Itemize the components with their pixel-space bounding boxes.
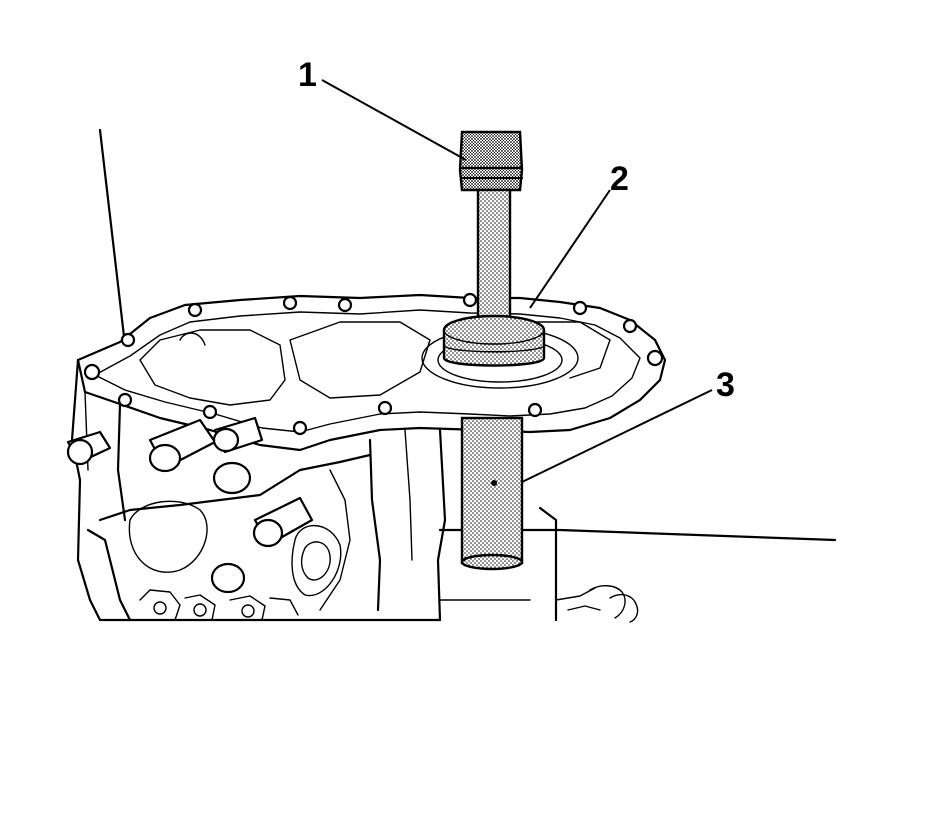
callout-label: 1 [298,56,317,94]
flange-bolt [83,292,664,436]
tool-handle [458,130,524,330]
callout-2: 2 [529,160,629,309]
lower-gear-cluster [139,589,299,621]
callout-label: 3 [716,366,735,404]
callout-3: 3 [521,366,735,483]
tool-installer [442,314,546,367]
callout-1: 1 [298,56,467,161]
callout-label: 2 [610,160,629,198]
case-port [66,416,314,594]
tool-support [460,416,524,571]
transmission-case [66,128,837,623]
